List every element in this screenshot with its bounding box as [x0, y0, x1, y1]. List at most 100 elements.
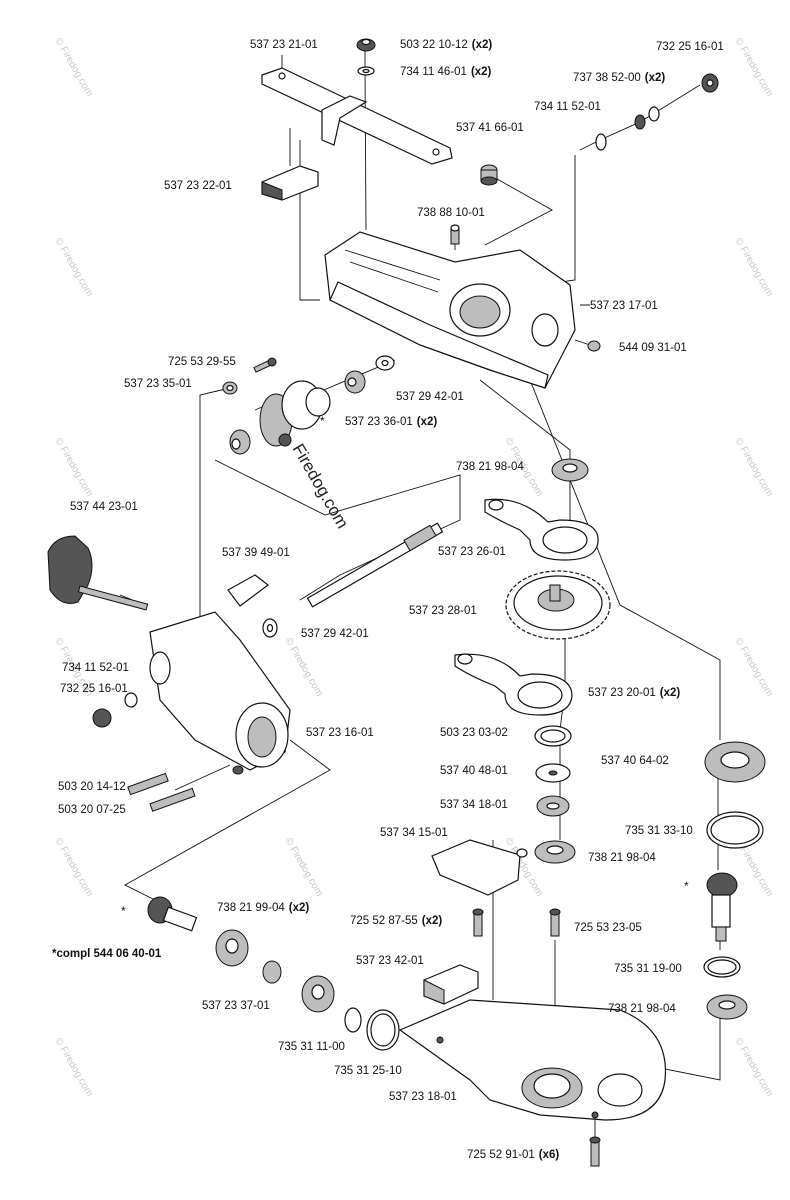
- part-label: 537 41 66-01: [456, 122, 524, 134]
- bearing-left: [229, 429, 251, 455]
- part-label: 537 34 18-01: [440, 799, 508, 811]
- part-label: 537 29 42-01: [396, 391, 464, 403]
- part-label: 503 22 10-12 (x2): [400, 35, 492, 52]
- watermark: © Firedog.com: [732, 36, 774, 98]
- pinion-left: [147, 896, 198, 932]
- circlips-lower-left: [344, 1007, 400, 1051]
- part-label: 738 21 99-04 (x2): [217, 898, 309, 915]
- part-label: 503 20 14-12: [58, 781, 126, 793]
- part-label: 537 23 37-01: [202, 1000, 270, 1012]
- part-label: 537 44 23-01: [70, 501, 138, 513]
- screw-bracket: [472, 908, 484, 937]
- washer-stack: [534, 725, 576, 864]
- part-label: 537 29 42-01: [301, 628, 369, 640]
- part-label: 503 23 03-02: [440, 727, 508, 739]
- part-label: 544 09 31-01: [619, 342, 687, 354]
- part-label: 732 25 16-01: [60, 683, 128, 695]
- part-label: 537 23 28-01: [409, 605, 477, 617]
- spur-gear: [505, 570, 611, 640]
- part-label: 735 31 33-10: [625, 825, 693, 837]
- watermark: © Firedog.com: [52, 36, 94, 98]
- star-marker: *: [684, 879, 689, 893]
- connecting-rod-lower: [454, 653, 573, 716]
- part-label: 537 23 42-01: [356, 955, 424, 967]
- knob: [47, 535, 149, 611]
- part-label: 738 21 98-04: [456, 461, 524, 473]
- star-marker: *: [121, 904, 126, 918]
- part-label: 537 23 16-01: [306, 727, 374, 739]
- drive-shaft: [306, 522, 444, 608]
- washer-top: [357, 66, 375, 76]
- watermark: © Firedog.com: [732, 1036, 774, 1098]
- block-lower: [423, 964, 479, 1005]
- screws-left: [127, 772, 196, 812]
- watermark: © Firedog.com: [732, 636, 774, 698]
- gear-housing: [324, 231, 576, 389]
- part-label: 725 53 23-05: [574, 922, 642, 934]
- part-label: 537 23 35-01: [124, 378, 192, 390]
- part-label: 738 21 98-04: [608, 1003, 676, 1015]
- part-label: 734 11 46-01 (x2): [400, 62, 492, 79]
- part-label: 725 52 91-01 (x6): [467, 1145, 559, 1162]
- watermark: © Firedog.com: [282, 636, 324, 698]
- bottom-cover: [398, 999, 667, 1121]
- part-label: *compl 544 06 40-01: [52, 948, 162, 960]
- bracket-top: [261, 67, 453, 165]
- bevel-gear: [259, 380, 331, 447]
- spacer-lower-left: [262, 960, 282, 984]
- nut-top: [356, 38, 376, 52]
- part-label: 738 21 98-04: [588, 852, 656, 864]
- watermark-center: Firedog.com: [289, 441, 353, 532]
- circlip-right: [706, 811, 764, 849]
- part-label: 725 52 87-55 (x2): [350, 911, 442, 928]
- bearing-lower-left: [215, 929, 249, 967]
- bearing-lower-right: [706, 994, 748, 1020]
- screw-center: [549, 908, 561, 937]
- watermark-layer: © Firedog.com © Firedog.com © Firedog.co…: [52, 36, 774, 1098]
- bearings-pair: [344, 355, 395, 394]
- watermark: © Firedog.com: [732, 436, 774, 498]
- part-drawings: [47, 38, 766, 1167]
- bearing-lower-left-2: [301, 975, 335, 1013]
- watermark: © Firedog.com: [52, 836, 94, 898]
- grease-nipple: [450, 224, 460, 245]
- star-markers: * * *: [121, 414, 689, 918]
- part-label: 537 40 48-01: [440, 765, 508, 777]
- screw-small: [253, 357, 277, 373]
- clamp-housing: [149, 611, 291, 775]
- bearing-large-right: [704, 741, 766, 783]
- washers-top-right: [595, 73, 719, 151]
- part-label: 537 40 64-02: [601, 755, 669, 767]
- part-label: 735 31 11-00: [278, 1041, 345, 1053]
- part-label: 537 23 22-01: [164, 180, 232, 192]
- connecting-rod-upper: [484, 498, 599, 561]
- part-label: 537 23 20-01 (x2): [588, 683, 680, 700]
- part-label: 537 39 49-01: [222, 547, 290, 559]
- part-label: 537 23 21-01: [250, 39, 318, 51]
- part-label: 503 20 07-25: [58, 804, 126, 816]
- bracket-guard: [431, 839, 528, 896]
- watermark: © Firedog.com: [52, 436, 94, 498]
- watermark: © Firedog.com: [732, 236, 774, 298]
- plug: [480, 164, 498, 186]
- part-label: 735 31 25-10: [334, 1065, 402, 1077]
- bushing-small: [222, 381, 238, 395]
- part-label: 735 31 19-00: [614, 963, 682, 975]
- part-label: 537 23 18-01: [389, 1091, 457, 1103]
- part-label: 734 11 52-01: [62, 662, 129, 674]
- part-label: 537 34 15-01: [380, 827, 448, 839]
- watermark: © Firedog.com: [282, 836, 324, 898]
- part-label: 725 53 29-55: [168, 356, 236, 368]
- part-labels: 537 23 21-01 503 22 10-12 (x2) 734 11 46…: [52, 35, 724, 1162]
- pinion-right: [706, 872, 738, 942]
- washers-left: [92, 692, 138, 728]
- watermark: © Firedog.com: [52, 236, 94, 298]
- part-label: 537 23 26-01: [438, 546, 506, 558]
- washer-mid: [262, 618, 278, 638]
- pin: [587, 340, 601, 352]
- part-label: 537 23 17-01: [590, 300, 658, 312]
- block-small: [261, 165, 319, 201]
- part-label: 732 25 16-01: [656, 41, 724, 53]
- part-label: 537 23 36-01 (x2): [345, 412, 437, 429]
